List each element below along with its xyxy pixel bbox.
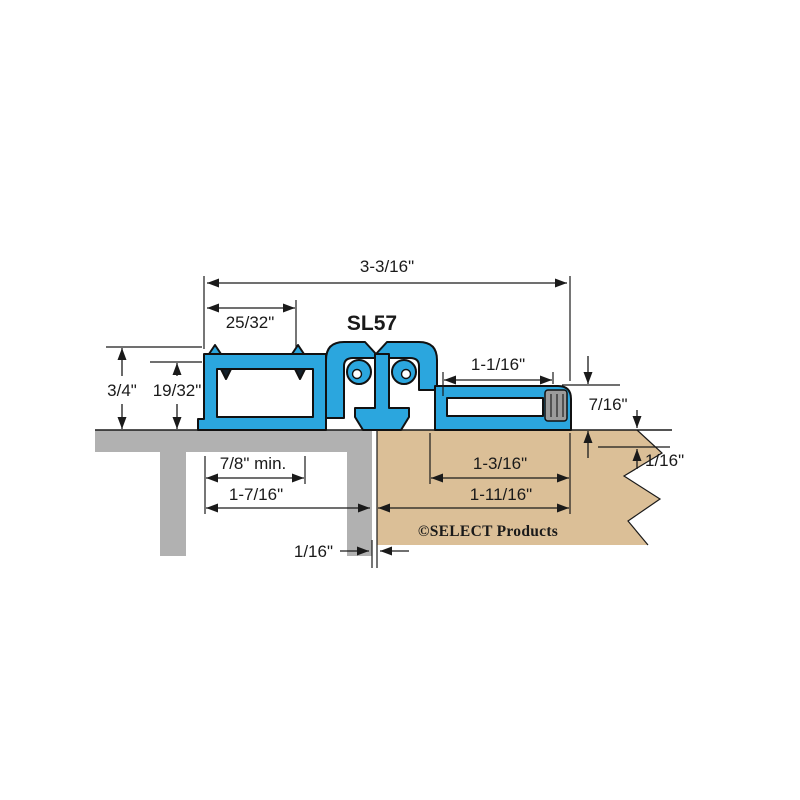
curl-gap-right [400, 368, 412, 380]
dim-channel-opening: 25/32" [207, 303, 295, 332]
dim-door-leaf-top: 1-1/16" [444, 355, 552, 385]
dim-frame-face-min: 7/8" min. [206, 454, 304, 483]
dim-label-frame-leaf-height: 3/4" [107, 381, 137, 400]
dim-frame-leaf-overall: 1-7/16" [206, 485, 370, 513]
frame-leaf [197, 353, 327, 431]
dim-frame-leaf-inner-height: 19/32" [153, 363, 202, 429]
dim-top-clearance: 1/16" [632, 410, 684, 470]
dim-label-frame-face-min: 7/8" min. [220, 454, 287, 473]
dim-label-channel-opening: 25/32" [226, 313, 275, 332]
door-panel [377, 430, 662, 545]
curl-gap-left [351, 368, 363, 380]
product-model-label: SL57 [347, 312, 397, 335]
dim-frame-leaf-height: 3/4" [107, 348, 137, 429]
frame-profile [95, 430, 372, 556]
copyright-label: ©SELECT Products [418, 523, 558, 540]
leaf-teeth [208, 344, 305, 355]
dim-frame-door-gap: 1/16" [294, 542, 409, 561]
dim-label-door-leaf-top: 1-1/16" [471, 355, 525, 374]
dim-door-leaf-overall: 1-11/16" [378, 485, 569, 513]
door-break-line [622, 429, 663, 546]
dim-label-door-inset: 1-3/16" [473, 454, 527, 473]
door-leaf [434, 385, 572, 431]
screw-head [544, 389, 568, 422]
hinge-extrusion [197, 341, 572, 431]
screw-slots [550, 394, 564, 417]
leaf-barbs [220, 368, 306, 380]
dim-door-leaf-height: 7/16" [583, 356, 628, 458]
dim-label-frame-door-gap: 1/16" [294, 542, 333, 561]
dim-label-overall-width: 3-3/16" [360, 257, 414, 276]
dim-label-frame-leaf-inner-height: 19/32" [153, 381, 202, 400]
dim-label-door-leaf-height: 7/16" [588, 395, 627, 414]
dim-label-frame-leaf-overall: 1-7/16" [229, 485, 283, 504]
dim-overall-width: 3-3/16" [207, 257, 567, 288]
dim-label-door-leaf-overall: 1-11/16" [470, 485, 532, 504]
dim-door-inset: 1-3/16" [431, 454, 569, 483]
knuckle-post [354, 353, 410, 431]
extension-lines [106, 276, 670, 568]
dim-label-top-clearance: 1/16" [645, 451, 684, 470]
